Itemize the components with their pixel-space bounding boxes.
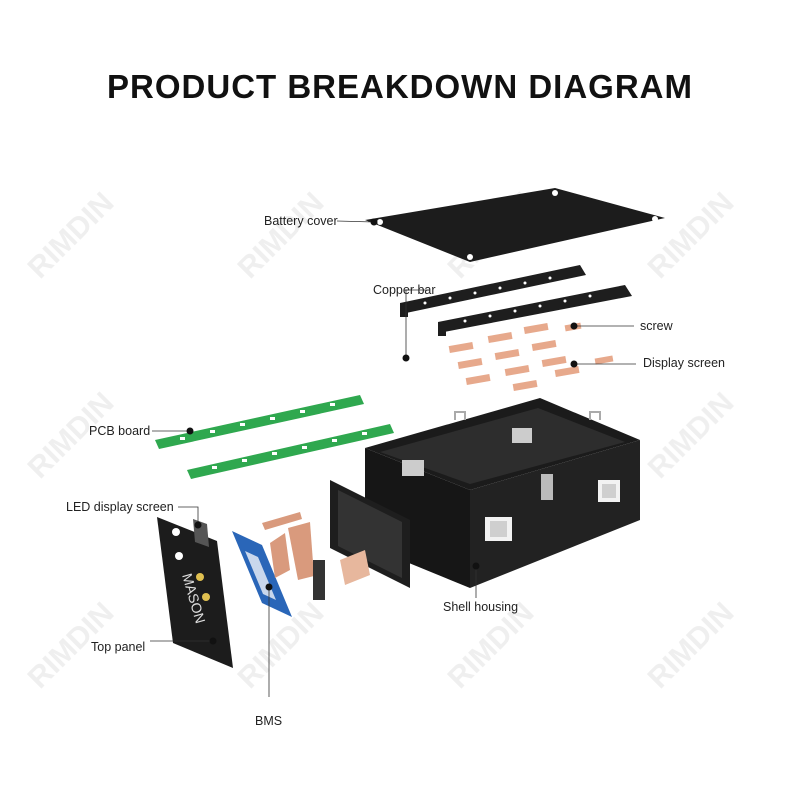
watermark-text: RIMDIN — [232, 186, 331, 285]
watermark-text: RIMDIN — [642, 596, 741, 695]
label-top-panel: Top panel — [91, 640, 146, 654]
top-panel-part: MASON — [157, 517, 233, 668]
pcb-board-part — [155, 395, 394, 479]
copper-bar-part — [400, 265, 632, 336]
leader-lines — [150, 220, 636, 697]
leader-dots — [186, 218, 578, 645]
label-pcb-board: PCB board — [89, 424, 151, 438]
label-led-display-screen: LED display screen — [66, 500, 174, 514]
label-copper-bar: Copper bar — [373, 283, 436, 297]
copper-connectors — [262, 512, 370, 600]
label-battery-cover: Battery cover — [264, 214, 338, 228]
copper-pieces — [448, 322, 614, 392]
page-title: PRODUCT BREAKDOWN DIAGRAM — [107, 68, 693, 105]
watermark-text: RIMDIN — [642, 186, 741, 285]
shell-housing-part — [365, 398, 640, 588]
label-display-screen: Display screen — [643, 356, 725, 370]
label-bms: BMS — [255, 714, 283, 728]
side-frame-part — [330, 480, 410, 588]
watermark-text: RIMDIN — [642, 386, 741, 485]
label-screw: screw — [640, 319, 673, 333]
label-shell-housing: Shell housing — [443, 600, 519, 614]
battery-cover-part — [365, 188, 665, 262]
watermark-text: RIMDIN — [22, 186, 121, 285]
